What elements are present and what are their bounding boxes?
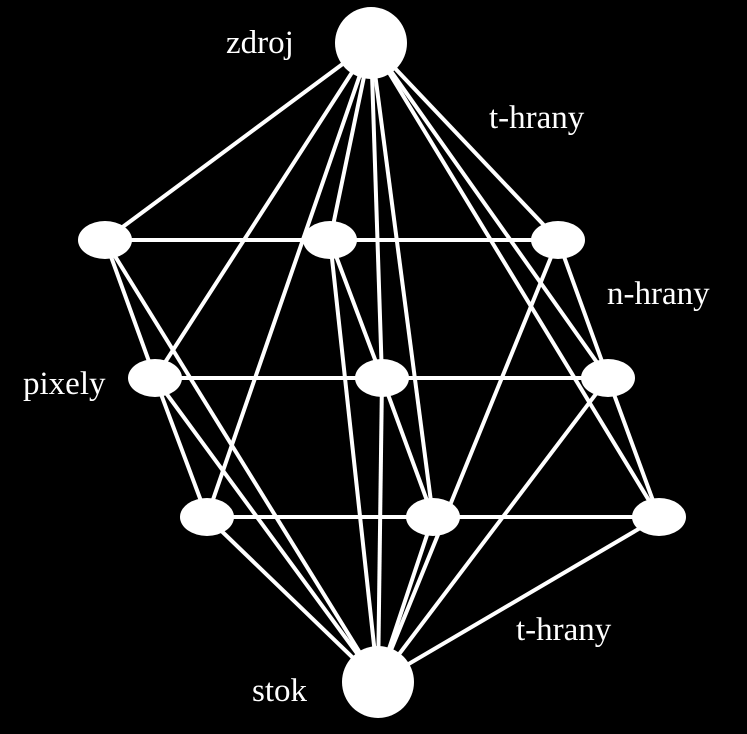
source-label: zdroj [226,25,294,61]
pixel-node-p11 [78,221,132,259]
edges-layer [103,41,661,684]
t-edge-sink-p31 [205,515,380,684]
n-edge-p22-p32 [380,377,435,518]
pixel-node-p31 [180,498,234,536]
t-edges-bottom-label: t-hrany [516,612,612,648]
t-edge-source-p31 [205,42,373,518]
pixel-node-p32 [406,498,460,536]
t-edge-sink-p12 [328,239,380,683]
t-edge-source-p33 [369,41,661,519]
t-edge-source-p13 [369,41,560,242]
t-edge-sink-p13 [376,239,560,683]
t-edge-sink-p22 [376,377,384,683]
source-node [335,7,407,79]
pixel-node-p23 [581,359,635,397]
n-edge-p11-p21 [103,239,157,379]
pixel-node-p12 [303,221,357,259]
n-edge-p21-p31 [153,377,209,518]
sink-label: stok [252,673,308,709]
t-edge-source-p11 [103,41,373,242]
n-edge-p12-p22 [328,239,384,379]
n-edge-p23-p33 [606,377,661,518]
t-edges-top-label: t-hrany [489,100,585,136]
sink-node [342,646,414,718]
pixel-node-p21 [128,359,182,397]
t-edge-source-p22 [369,42,384,379]
n-edges-label: n-hrany [607,276,710,312]
t-edge-source-p32 [369,42,435,518]
t-edge-sink-p33 [376,515,661,684]
t-edge-sink-p23 [376,376,610,684]
pixels-label: pixely [23,366,106,402]
t-edge-source-p21 [153,41,373,380]
n-edge-p13-p23 [556,239,610,379]
t-edge-source-p23 [369,41,610,380]
t-edge-sink-p21 [153,376,380,684]
t-edge-sink-p11 [103,238,380,684]
pixel-node-p13 [531,221,585,259]
pixel-node-p33 [632,498,686,536]
nodes-layer [78,7,686,718]
pixel-node-p22 [355,359,409,397]
